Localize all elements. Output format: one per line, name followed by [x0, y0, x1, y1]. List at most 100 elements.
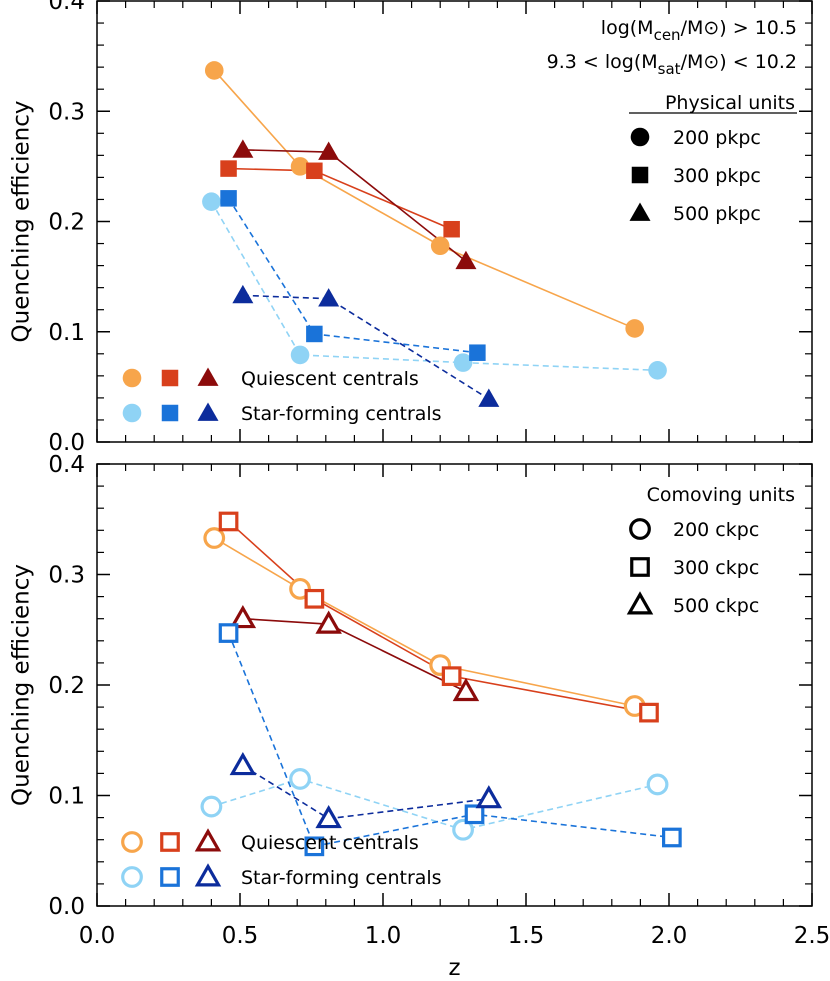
y-tick-label: 0.2: [48, 673, 85, 699]
data-point-quiescent-200: [430, 236, 450, 256]
data-point-star-forming-300: [662, 827, 682, 848]
legend-square-icon: [161, 369, 179, 387]
legend-triangle-icon: [197, 367, 219, 386]
data-point-star-forming-300: [220, 190, 237, 207]
data-point-quiescent-500: [232, 139, 254, 158]
x-tick-label: 1.0: [365, 923, 402, 949]
data-point-star-forming-500: [478, 388, 500, 407]
data-point-quiescent-200: [203, 527, 226, 549]
series-line-quiescent-200: [213, 537, 635, 707]
data-point-star-forming-300: [469, 344, 486, 361]
legend-square-icon: [631, 166, 649, 184]
y-tick-label: 0.0: [48, 894, 85, 920]
series-line-star-forming-500: [242, 764, 489, 820]
y-tick-label: 0.4: [48, 0, 85, 15]
x-tick-label: 0.5: [222, 923, 259, 949]
legend-circle-icon: [629, 518, 651, 540]
y-tick-label: 0.1: [48, 784, 85, 810]
data-point-star-forming-500: [315, 804, 342, 829]
y-axis-label-top: Quenching efficiency: [9, 101, 35, 343]
y-axis-label-bottom: Quenching efficiency: [9, 564, 35, 806]
y-tick-label: 0.3: [48, 563, 85, 589]
legend-square-icon: [630, 557, 650, 577]
data-point-quiescent-500: [315, 610, 342, 634]
data-point-quiescent-200: [204, 61, 224, 80]
x-tick-label: 0.0: [79, 923, 116, 949]
series-line-star-forming-300: [227, 632, 672, 848]
data-point-star-forming-200: [648, 361, 667, 380]
x-tick-label: 2.0: [651, 923, 688, 949]
legend-triangle-icon: [194, 863, 222, 887]
x-tick-label: 2.5: [794, 923, 830, 949]
legend-square-icon: [161, 404, 179, 422]
data-point-quiescent-500: [452, 677, 480, 702]
legend-triangle-icon: [626, 591, 654, 615]
units-title-bottom: Comoving units: [647, 484, 795, 506]
data-point-quiescent-200: [625, 319, 644, 338]
legend-aperture-label: 200 ckpc: [673, 519, 759, 541]
data-point-quiescent-300: [441, 666, 462, 687]
y-tick-label: 0.1: [48, 320, 85, 346]
data-point-quiescent-300: [306, 162, 323, 180]
data-point-star-forming-300: [306, 325, 323, 343]
series-line-quiescent-500: [242, 617, 467, 693]
legend-population-label: Quiescent centrals: [241, 368, 419, 390]
y-tick-label: 0.2: [48, 210, 85, 236]
data-point-quiescent-300: [218, 511, 239, 532]
legend-square-icon: [160, 867, 180, 887]
top-panel: Quenching efficiency log(Mcen/M⊙) > 10.5…: [9, 0, 813, 456]
data-point-quiescent-300: [639, 702, 659, 723]
data-point-star-forming-500: [475, 785, 503, 809]
units-title-top: Physical units: [665, 92, 795, 114]
x-axis-label: z: [448, 955, 460, 981]
series-line-quiescent-300: [228, 520, 650, 714]
series-line-star-forming-200: [211, 778, 658, 831]
legend-circle-icon: [630, 127, 650, 147]
legend-triangle-icon: [194, 828, 222, 852]
legend-circle-icon: [121, 866, 143, 888]
legend-aperture-label: 300 pkpc: [673, 165, 761, 187]
legend-population-label: Star-forming centrals: [241, 403, 442, 425]
data-point-star-forming-200: [452, 818, 474, 841]
data-point-quiescent-500: [229, 604, 257, 629]
data-point-star-forming-200: [289, 768, 311, 790]
data-point-star-forming-300: [304, 836, 325, 857]
data-point-star-forming-500: [229, 751, 257, 776]
data-point-star-forming-200: [290, 345, 310, 365]
series-line-quiescent-200: [213, 69, 635, 330]
data-point-quiescent-500: [318, 141, 340, 160]
data-point-quiescent-500: [455, 250, 477, 270]
legend-triangle-icon: [629, 202, 651, 221]
data-point-star-forming-200: [200, 795, 223, 818]
legend-square-icon: [160, 832, 180, 852]
data-point-quiescent-300: [443, 220, 460, 238]
data-point-star-forming-200: [202, 192, 221, 211]
legend-aperture-label: 500 pkpc: [673, 203, 761, 225]
legend-aperture-label: 500 ckpc: [673, 595, 759, 617]
series-line-star-forming-300: [227, 197, 478, 354]
y-tick-label: 0.3: [48, 99, 85, 125]
data-point-star-forming-300: [218, 623, 239, 643]
bottom-panel: Quenching efficiency z Comoving units 0.…: [9, 452, 830, 981]
legend-aperture-label: 200 pkpc: [673, 127, 761, 149]
legend-circle-icon: [121, 831, 143, 853]
data-point-star-forming-300: [464, 804, 485, 825]
legend-aperture-label: 300 ckpc: [673, 557, 759, 579]
data-point-star-forming-200: [453, 353, 473, 372]
satellite-mass-annotation: 9.3 < log(Msat/M⊙) < 10.2: [547, 51, 797, 78]
legend-population-label: Star-forming centrals: [241, 867, 442, 889]
central-mass-annotation: log(Mcen/M⊙) > 10.5: [601, 17, 797, 44]
legend-population-label: Quiescent centrals: [241, 832, 419, 854]
series-line-quiescent-300: [228, 167, 452, 230]
data-point-quiescent-300: [220, 160, 237, 177]
legend-circle-icon: [122, 368, 142, 388]
legend-triangle-icon: [197, 402, 219, 421]
data-point-star-forming-500: [318, 288, 340, 307]
x-tick-label: 1.5: [508, 923, 545, 949]
data-point-star-forming-500: [232, 284, 254, 304]
y-tick-label: 0.4: [48, 452, 85, 478]
data-point-quiescent-200: [290, 157, 310, 176]
legend-circle-icon: [122, 403, 142, 423]
series-line-star-forming-200: [210, 201, 658, 372]
